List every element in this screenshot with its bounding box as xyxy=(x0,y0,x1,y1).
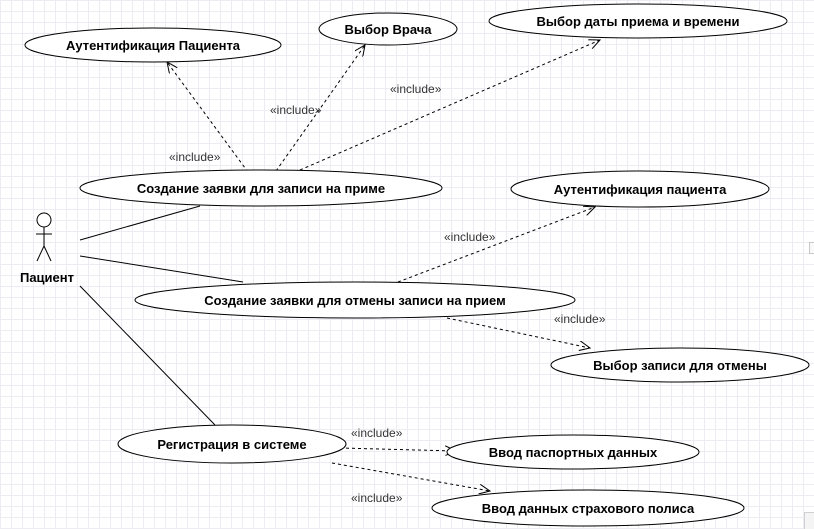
include-label: «include» xyxy=(390,82,442,96)
usecase-label: Аутентификация Пациента xyxy=(66,38,241,53)
actor-patient[interactable]: Пациент xyxy=(20,212,74,285)
include-label: «include» xyxy=(169,150,221,164)
include-relations: «include» «include» «include» «include» … xyxy=(167,40,606,505)
actor-leg-left xyxy=(36,245,45,262)
usecase-label: Выбор записи для отмены xyxy=(593,358,767,373)
usecase-auth-patient-2[interactable]: Аутентификация пациента xyxy=(510,170,770,208)
usecase-enter-passport[interactable]: Ввод паспортных данных xyxy=(446,434,700,470)
usecase-create-appointment[interactable]: Создание заявки для записи на приме xyxy=(79,169,443,207)
include-create-auth[interactable]: «include» xyxy=(167,62,249,173)
actor-label: Пациент xyxy=(20,270,74,285)
usecase-choose-doctor[interactable]: Выбор Врача xyxy=(318,12,458,46)
include-label: «include» xyxy=(270,103,322,117)
include-create-date[interactable]: «include» xyxy=(299,40,600,171)
include-cancel-auth[interactable]: «include» xyxy=(397,207,595,283)
usecase-label: Выбор даты приема и времени xyxy=(537,14,740,29)
canvas-corner-handle[interactable] xyxy=(804,512,814,529)
actor-head xyxy=(36,212,52,228)
associations xyxy=(79,205,244,426)
association-register xyxy=(79,285,216,426)
include-cancel-choose[interactable]: «include» xyxy=(446,312,606,348)
usecase-register[interactable]: Регистрация в системе xyxy=(117,424,347,464)
usecase-label: Ввод паспортных данных xyxy=(489,445,658,460)
include-label: «include» xyxy=(351,491,403,505)
include-create-doctor[interactable]: «include» xyxy=(270,45,365,172)
actor-leg-right xyxy=(43,245,52,262)
usecase-enter-insurance[interactable]: Ввод данных страхового полиса xyxy=(431,489,745,527)
usecase-label: Аутентификация пациента xyxy=(554,182,727,197)
include-label: «include» xyxy=(351,426,403,440)
usecase-auth-patient-1[interactable]: Аутентификация Пациента xyxy=(24,27,282,63)
usecase-label: Выбор Врача xyxy=(344,22,432,37)
usecase-choose-date[interactable]: Выбор даты приема и времени xyxy=(488,3,788,39)
usecase-label: Ввод данных страхового полиса xyxy=(482,501,695,516)
usecase-label: Регистрация в системе xyxy=(157,437,306,452)
canvas-edge-handle[interactable] xyxy=(809,242,814,254)
include-label: «include» xyxy=(554,312,606,326)
usecase-create-cancellation[interactable]: Создание заявки для отмены записи на при… xyxy=(134,281,576,319)
include-register-insurance[interactable]: «include» xyxy=(331,462,490,505)
include-label: «include» xyxy=(444,230,496,244)
usecase-label: Создание заявки для отмены записи на при… xyxy=(204,293,505,308)
include-register-passport[interactable]: «include» xyxy=(339,426,456,451)
association-create xyxy=(79,205,201,241)
association-cancel xyxy=(79,255,244,283)
usecase-label: Создание заявки для записи на приме xyxy=(137,181,385,196)
usecase-choose-record[interactable]: Выбор записи для отмены xyxy=(550,347,810,383)
